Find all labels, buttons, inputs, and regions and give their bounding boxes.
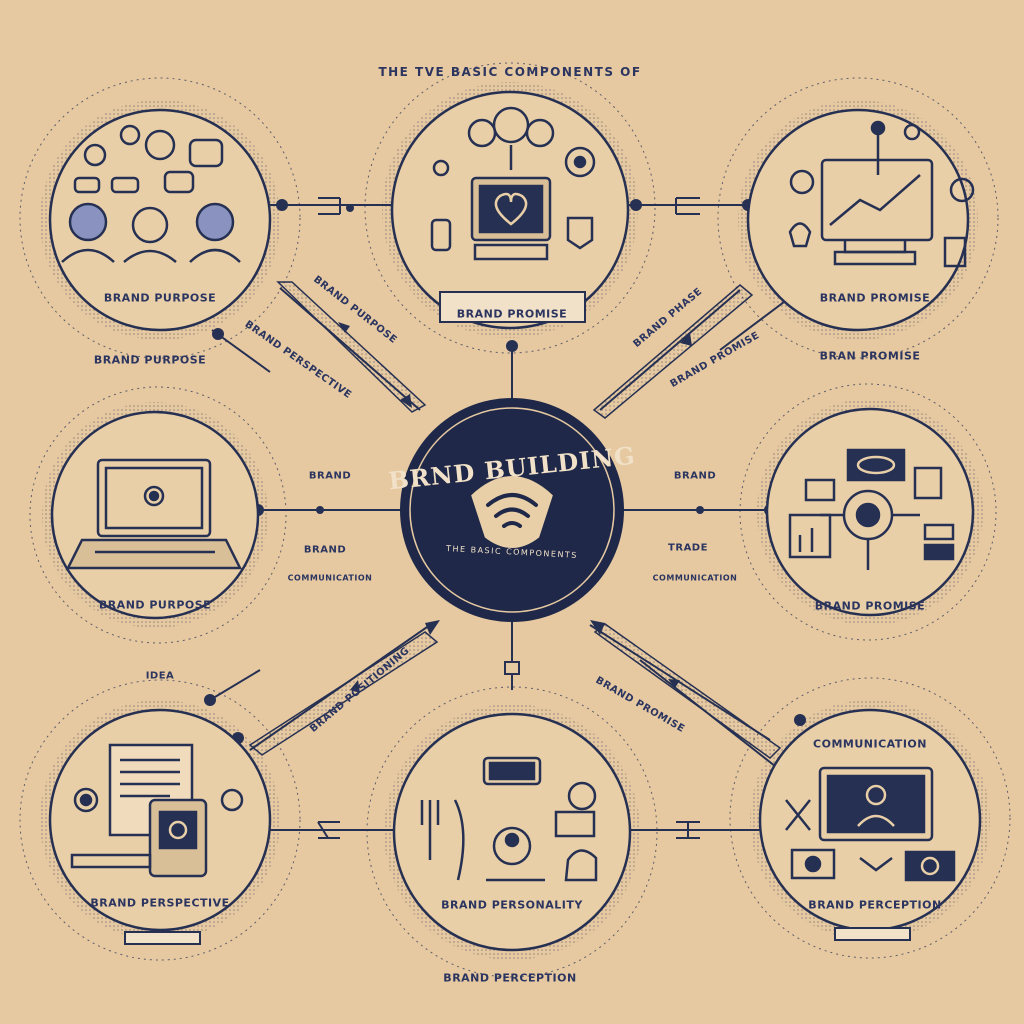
connector-label-communication-right: COMMUNICATION — [652, 573, 738, 583]
laptop-icon — [65, 458, 243, 570]
node-top-left-caption: BRAND PURPOSE — [103, 291, 217, 305]
node-mid-left-caption: BRAND PURPOSE — [98, 598, 212, 612]
node-top-right-caption: BRAND PROMISE — [819, 291, 931, 305]
document-phone-icon — [70, 743, 244, 878]
node-bottom-left-caption: BRAND PERSPECTIVE — [90, 896, 230, 910]
node-bottom-right-caption: BRAND PERCEPTION — [808, 898, 942, 912]
connector-label-communication-left: COMMUNICATION — [287, 573, 373, 583]
center-medallion — [400, 398, 624, 622]
connector-hatches — [248, 281, 782, 759]
node-bottom-center-outside-label: BRAND PERCEPTION — [443, 971, 577, 985]
caption-ribbons — [124, 291, 911, 945]
connector-label-idea: IDEA — [145, 670, 175, 682]
node-top-right-outside-label: BRAN PROMISE — [819, 349, 921, 363]
node-mid-left-circle — [50, 410, 260, 620]
node-top-left-outside-label: BRAND PURPOSE — [93, 353, 207, 367]
monitor-camera-icon — [785, 766, 956, 882]
node-mid-right-caption: BRAND PROMISE — [814, 599, 926, 613]
node-top-center-caption: BRAND PROMISE — [456, 307, 568, 321]
connector-label-brand-left-2: BRAND — [303, 544, 347, 556]
center-logo-icon — [468, 474, 556, 550]
node-bottom-right-top-text: COMMUNICATION — [813, 737, 927, 751]
connector-label-trade-right: TRADE — [668, 542, 708, 554]
people-group-icon — [61, 124, 241, 263]
monitor-chart-icon — [788, 120, 975, 268]
monitor-heart-icon — [430, 106, 596, 261]
diagram-title: THE TVE BASIC COMPONENTS OF — [378, 65, 642, 79]
fork-badge-icon — [420, 756, 598, 882]
connector-label-brand-right: BRAND — [673, 470, 717, 482]
stipple-rims — [40, 82, 990, 960]
network-hub-icon — [788, 448, 955, 570]
connector-label-brand-left: BRAND — [308, 470, 352, 482]
outer-dashed-rings — [19, 62, 1011, 978]
bracket-marks — [317, 197, 700, 839]
node-bottom-center-caption: BRAND PERSONALITY — [441, 898, 583, 912]
